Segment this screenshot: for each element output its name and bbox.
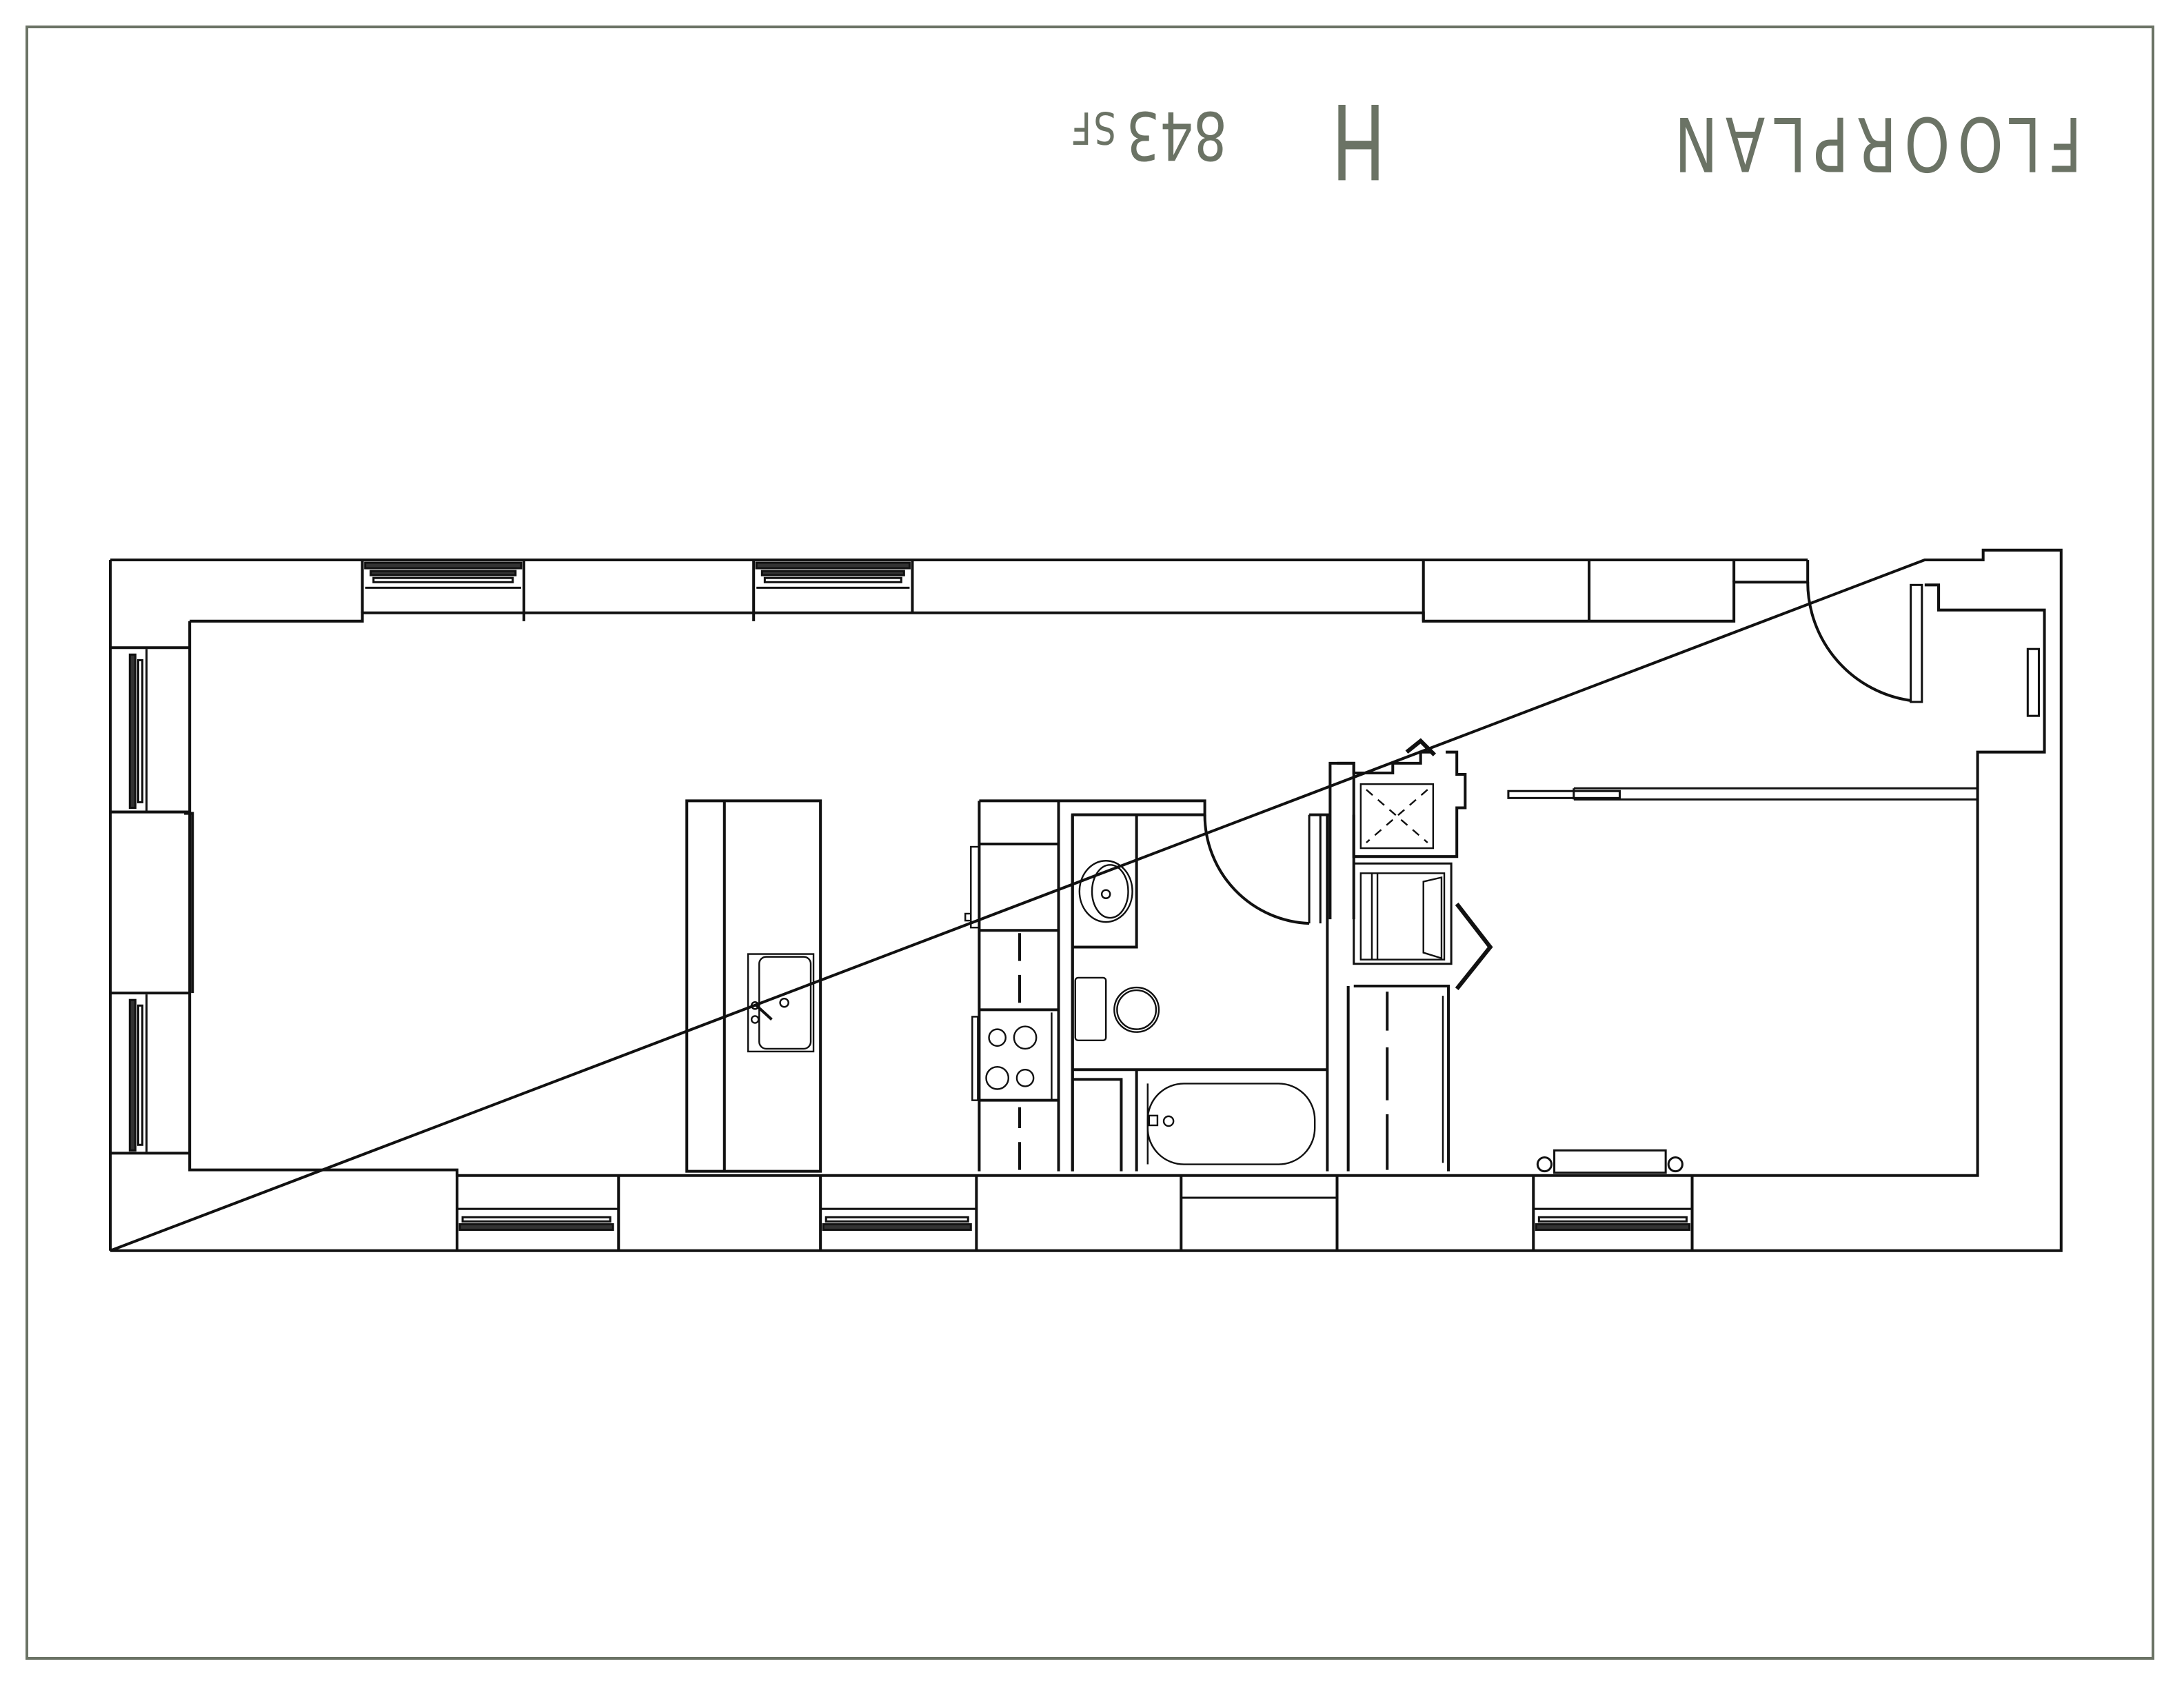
bathroom-walls (1071, 761, 1355, 1172)
window-bottom-2 (820, 1207, 977, 1231)
washer (1359, 783, 1435, 850)
kitchen-counter (978, 799, 1206, 1172)
refrigerator (964, 845, 980, 929)
page-border (26, 26, 2154, 1660)
closet-bifold-doors (1405, 738, 1493, 990)
window-bottom-3 (1533, 1207, 1692, 1231)
window-top-1 (364, 561, 523, 589)
entry-door (1806, 582, 2040, 717)
window-top-2 (755, 561, 911, 589)
kitchen-sink (747, 953, 815, 1053)
closet-doors-dashed (1386, 992, 1444, 1170)
window-left-1 (128, 649, 148, 811)
bath-vanity-sink (1078, 860, 1133, 923)
closet-rod (1507, 787, 1978, 801)
window-left-2 (128, 994, 148, 1152)
dryer (1359, 872, 1446, 961)
kitchen-island (685, 799, 822, 1173)
radiator (1536, 1149, 1684, 1174)
toilet (1074, 976, 1160, 1042)
range-4-burner (971, 1012, 1053, 1101)
bath-door (1203, 814, 1310, 925)
outer-walls (109, 548, 2063, 1252)
bathtub (1146, 1083, 1316, 1165)
laundry-closet (1337, 750, 1467, 1172)
window-bottom-1 (456, 1207, 619, 1231)
